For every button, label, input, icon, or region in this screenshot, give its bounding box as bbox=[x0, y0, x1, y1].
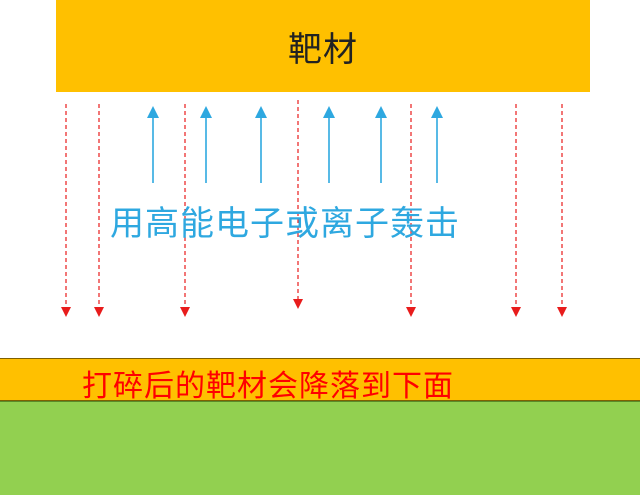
substrate-block bbox=[0, 401, 640, 495]
arrows-diagram bbox=[61, 100, 567, 317]
falling-particle-arrows bbox=[61, 100, 567, 317]
bombardment-arrows bbox=[147, 106, 443, 183]
deposit-layer: 打碎后的靶材会降落到下面 bbox=[0, 358, 640, 404]
bombardment-label: 用高能电子或离子轰击 bbox=[110, 204, 460, 244]
target-block: 靶材 bbox=[56, 0, 590, 92]
deposit-label: 打碎后的靶材会降落到下面 bbox=[82, 369, 454, 404]
target-label: 靶材 bbox=[288, 29, 358, 70]
